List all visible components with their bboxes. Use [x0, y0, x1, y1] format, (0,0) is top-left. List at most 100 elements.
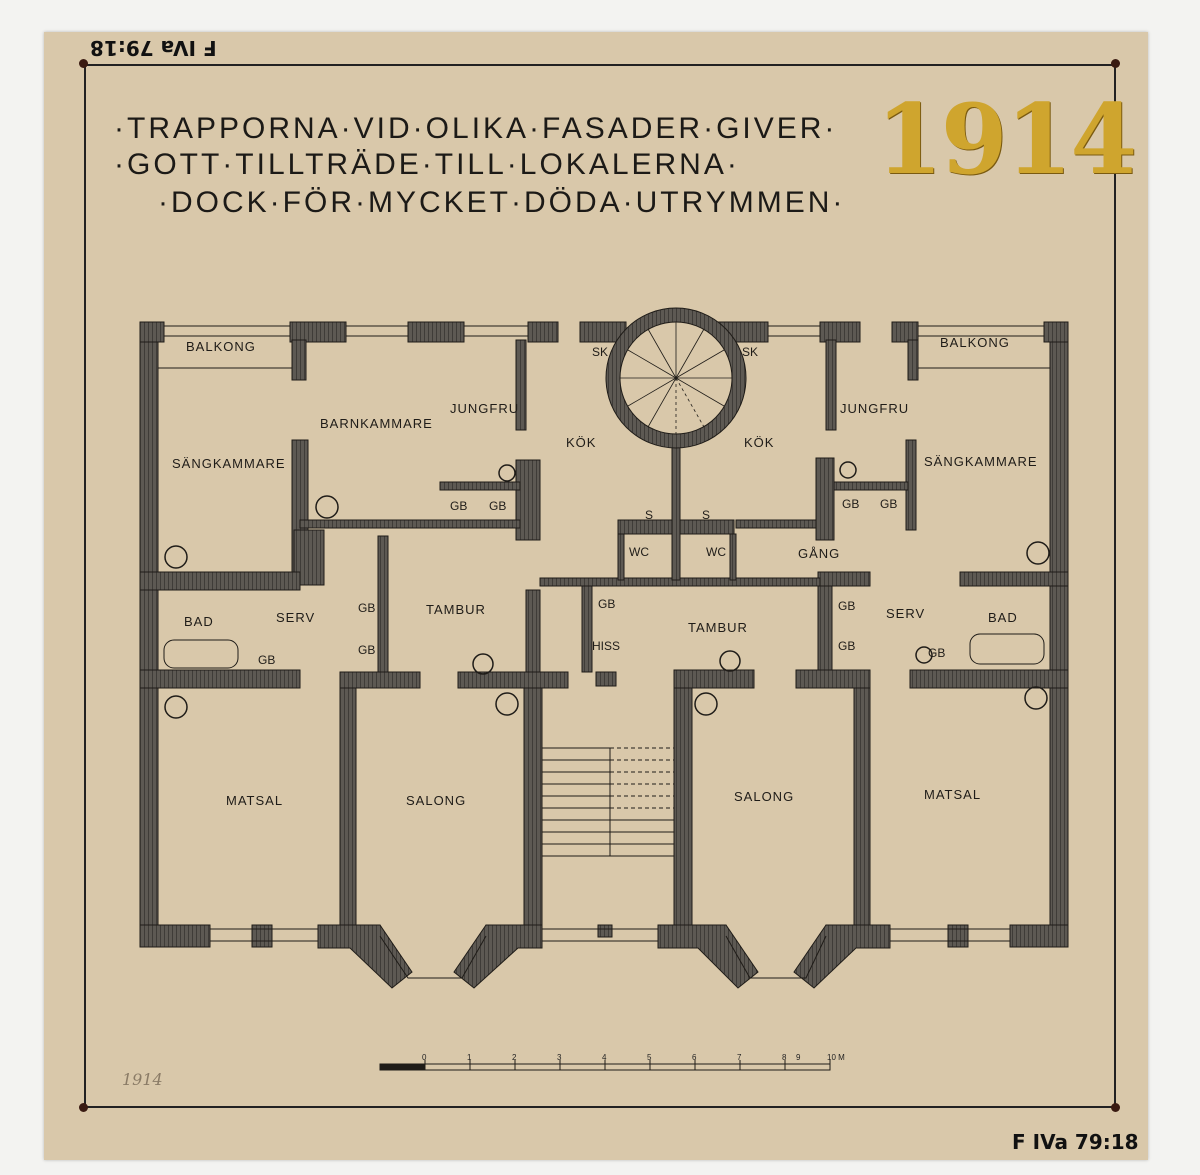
pencil-note: 1914: [122, 1070, 163, 1089]
main-stair-dashed: [610, 747, 674, 809]
wall: [525, 589, 541, 681]
label-gb: GB: [838, 599, 855, 613]
corner-pin: [1111, 59, 1120, 68]
scale-tick: 5: [647, 1053, 652, 1062]
label-matsal-left: MATSAL: [226, 793, 283, 808]
label-gb: GB: [358, 601, 375, 615]
label-balkong-right: BALKONG: [940, 335, 1010, 350]
spiral-staircase: [605, 307, 747, 449]
label-wc-right: WC: [706, 545, 726, 559]
wall: [139, 321, 165, 343]
wall: [795, 669, 871, 689]
walls: [139, 321, 1069, 989]
bay-windows: [379, 935, 827, 979]
wall: [291, 339, 307, 381]
stove-icon: [498, 464, 516, 482]
bay-wall: [453, 924, 543, 989]
stove-icon: [164, 545, 188, 569]
stove-icon: [839, 461, 857, 479]
wall: [817, 575, 833, 672]
label-gb: GB: [880, 497, 897, 511]
scale-tick: 6: [692, 1053, 697, 1062]
wall: [1009, 924, 1069, 948]
wall: [617, 533, 625, 581]
wall: [673, 685, 693, 927]
wall: [139, 924, 211, 948]
wall: [735, 519, 817, 529]
stove-icon: [1026, 541, 1050, 565]
stove-icon: [719, 650, 741, 672]
wall: [439, 481, 521, 491]
label-salong-left: SALONG: [406, 793, 466, 808]
scale-tick: 3: [557, 1053, 562, 1062]
wall: [581, 585, 593, 673]
label-gang: GÅNG: [798, 546, 840, 561]
wall: [339, 671, 421, 689]
label-sangkammare-right: SÄNGKAMMARE: [924, 454, 1038, 469]
wall: [825, 339, 837, 431]
wall: [817, 571, 871, 587]
wall: [907, 339, 919, 381]
bathtubs: [163, 633, 1045, 669]
label-serv-right: SERV: [886, 606, 925, 621]
wall: [947, 924, 969, 948]
wall: [523, 685, 543, 927]
bay-wall: [793, 924, 891, 989]
label-jungfru-right: JUNGFRU: [840, 401, 909, 416]
label-gb: GB: [598, 597, 615, 611]
wall: [729, 533, 737, 581]
wall: [819, 321, 861, 343]
label-salong-right: SALONG: [734, 789, 794, 804]
bathtub-icon: [163, 639, 239, 669]
scale-tick: 0: [422, 1053, 427, 1062]
scale-tick: 10 M: [827, 1053, 845, 1062]
scale-tick: 1: [467, 1053, 472, 1062]
bathtub-icon: [969, 633, 1045, 665]
title-line-1: ·TRAPPORNA·VID·OLIKA·FASADER·GIVER·: [114, 112, 838, 145]
bay-glass: [379, 935, 487, 979]
wall: [833, 481, 909, 491]
wall: [891, 321, 919, 343]
label-gb: GB: [928, 646, 945, 660]
title-line-3: ·DOCK·FÖR·MYCKET·DÖDA·UTRYMMEN·: [158, 186, 846, 219]
corner-pin: [1111, 1103, 1120, 1112]
wall: [909, 669, 1069, 689]
wall: [1043, 321, 1069, 343]
wall: [671, 439, 681, 581]
wall: [139, 669, 301, 689]
wall: [251, 924, 273, 948]
stove-icon: [1024, 686, 1048, 710]
wall: [673, 669, 755, 689]
drawing-frame: [84, 64, 1116, 1108]
wall: [597, 924, 613, 938]
stoves: [164, 461, 1050, 719]
label-tambur-right: TAMBUR: [688, 620, 748, 635]
label-tambur-left: TAMBUR: [426, 602, 486, 617]
wall: [299, 519, 521, 529]
label-sk-left: SK: [592, 345, 608, 359]
label-jungfru-left: JUNGFRU: [450, 401, 519, 416]
corner-pin: [79, 1103, 88, 1112]
main-staircase: [542, 747, 674, 857]
wall: [377, 535, 389, 673]
stove-icon: [495, 692, 519, 716]
bay-glass: [725, 935, 827, 979]
stove-icon: [315, 495, 339, 519]
bay-wall: [317, 924, 413, 989]
wall: [595, 671, 617, 687]
drawing-sheet: [44, 32, 1148, 1160]
scale-tick: 7: [737, 1053, 742, 1062]
wall: [339, 685, 357, 927]
stove-icon: [694, 692, 718, 716]
stove-icon: [915, 646, 933, 664]
wall: [853, 685, 871, 927]
label-s-left: S: [645, 508, 653, 522]
label-sangkammare-left: SÄNGKAMMARE: [172, 456, 286, 471]
label-s-right: S: [702, 508, 710, 522]
scale-tick: 8: [782, 1053, 787, 1062]
wall: [289, 321, 347, 343]
year-gold-numerals: 1914: [876, 83, 1137, 196]
room-labels: BALKONG BALKONG SÄNGKAMMARE SÄNGKAMMARE …: [172, 335, 1038, 808]
scale-tick: 4: [602, 1053, 607, 1062]
